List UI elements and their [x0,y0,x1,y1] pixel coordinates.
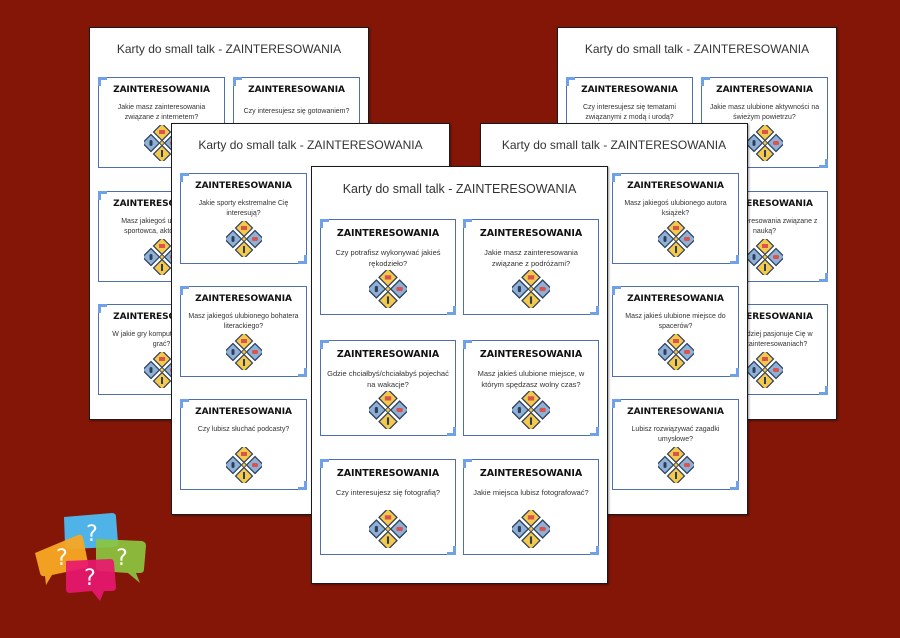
card-heading: ZAINTERESOWANIA [627,294,724,304]
question-card: ZAINTERESOWANIA Czy interesujesz się fot… [320,459,456,555]
card-heading: ZAINTERESOWANIA [195,407,292,417]
card-heading: ZAINTERESOWANIA [479,468,583,479]
svg-text:?: ? [84,566,96,591]
interests-diamond-icon [657,221,694,257]
card-question: Jakie masz zainteresowania związane z po… [484,248,578,268]
question-card: ZAINTERESOWANIA Jakie miejsca lubisz fot… [463,459,599,555]
interests-diamond-icon [657,334,694,370]
question-card: ZAINTERESOWANIA Gdzie chciałbyś/chciałab… [320,340,456,436]
card-heading: ZAINTERESOWANIA [627,407,724,417]
card-question: Masz jakiegoś ulubionego bohatera litera… [188,313,299,330]
page-title: Karty do small talk - ZAINTERESOWANIA [198,138,423,152]
card-question: Masz jakiegoś ulubionego sportowca, akto… [121,218,202,235]
interests-diamond-icon [512,391,550,429]
worksheet-page-mid-left: Karty do small talk - ZAINTERESOWANIA ZA… [171,123,450,515]
card-heading: ZAINTERESOWANIA [195,294,292,304]
card-question: Masz zainteresowania związane z nauką? [711,218,818,235]
interests-diamond-icon [369,270,407,308]
svg-text:?: ? [56,546,68,571]
card-heading: ZAINTERESOWANIA [627,181,724,191]
card-heading: ZAINTERESOWANIA [113,312,210,322]
card-question: Czy interesujesz się gotowaniem? [243,108,350,115]
card-heading: ZAINTERESOWANIA [113,85,210,95]
card-heading: ZAINTERESOWANIA [716,85,813,95]
interests-diamond-icon [512,510,550,548]
interests-diamond-icon [657,447,694,483]
interests-diamond-icon [746,239,783,275]
interests-diamond-icon [746,352,783,388]
card-heading: ZAINTERESOWANIA [716,199,813,209]
card-question: Czy interesujesz się fotografią? [335,488,441,497]
card-heading: ZAINTERESOWANIA [248,85,345,95]
card-heading: ZAINTERESOWANIA [195,181,292,191]
interests-diamond-icon [225,334,262,370]
card-question: W jakie gry komputerowe lubisz grać? [112,331,211,348]
interests-diamond-icon [746,125,783,161]
card-question: Jakie miejsca lubisz fotografować? [473,488,589,497]
question-card: ZAINTERESOWANIA Jakie masz zainteresowan… [463,219,599,315]
interests-diamond-icon [369,391,407,429]
card-question: Jakie sporty ekstremalne Cię interesują? [198,200,289,217]
page-title: Karty do small talk - ZAINTERESOWANIA [116,42,342,56]
card-question: Czy interesujesz się tematami związanymi… [583,104,676,121]
card-question: Co najbardziej pasjonuje Cię w Twoich za… [716,331,813,348]
card-heading: ZAINTERESOWANIA [113,199,210,209]
page-title: Karty do small talk - ZAINTERESOWANIA [501,138,727,152]
card-question: Masz jakieś ulubione miejsce do spacerów… [625,313,726,330]
question-card: ZAINTERESOWANIA Masz jakieś ulubione mie… [612,286,739,377]
page-title: Karty do small talk - ZAINTERESOWANIA [584,42,810,56]
card-heading: ZAINTERESOWANIA [336,468,440,479]
question-card: ZAINTERESOWANIA Czy lubisz słuchać podca… [180,399,307,490]
svg-text:?: ? [116,546,128,571]
page-title: Karty do small talk - ZAINTERESOWANIA [342,182,577,196]
question-card: ZAINTERESOWANIA Jakie sporty ekstremalne… [180,173,307,264]
question-card: ZAINTERESOWANIA Masz jakieś ulubione mie… [463,340,599,436]
card-heading: ZAINTERESOWANIA [479,349,583,360]
card-heading: ZAINTERESOWANIA [479,228,583,239]
card-heading: ZAINTERESOWANIA [716,312,813,322]
card-question: Masz jakiegoś ulubionego autora książek? [624,200,727,217]
interests-diamond-icon [225,447,262,483]
speech-bubbles-question-icon: ? ? ? ? [35,513,146,601]
question-card: ZAINTERESOWANIA Masz jakiegoś ulubionego… [612,173,739,264]
svg-text:?: ? [86,522,98,547]
card-question: Czy potrafisz wykonywać jakieś rękodzieł… [335,248,441,268]
card-heading: ZAINTERESOWANIA [336,349,440,360]
question-card: ZAINTERESOWANIA Masz jakiegoś ulubionego… [180,286,307,377]
interests-diamond-icon [369,510,407,548]
card-question: Jakie masz zainteresowania związane z in… [117,104,206,121]
card-question: Lubisz rozwiązywać zagadki umysłowe? [631,426,720,443]
worksheet-page-front: Karty do small talk - ZAINTERESOWANIA ZA… [311,166,608,584]
card-question: Masz jakieś ulubione miejsce, w którym s… [477,369,585,389]
card-question: Jakie masz ulubione aktywności na świeży… [709,104,820,121]
card-heading: ZAINTERESOWANIA [581,85,678,95]
question-card: ZAINTERESOWANIA Lubisz rozwiązywać zagad… [612,399,739,490]
interests-diamond-icon [225,221,262,257]
card-question: Gdzie chciałbyś/chciałabyś pojechać na w… [327,369,449,389]
card-question: Czy lubisz słuchać podcasty? [197,426,290,433]
question-card: ZAINTERESOWANIA Czy potrafisz wykonywać … [320,219,456,315]
card-heading: ZAINTERESOWANIA [336,228,440,239]
interests-diamond-icon [512,270,550,308]
